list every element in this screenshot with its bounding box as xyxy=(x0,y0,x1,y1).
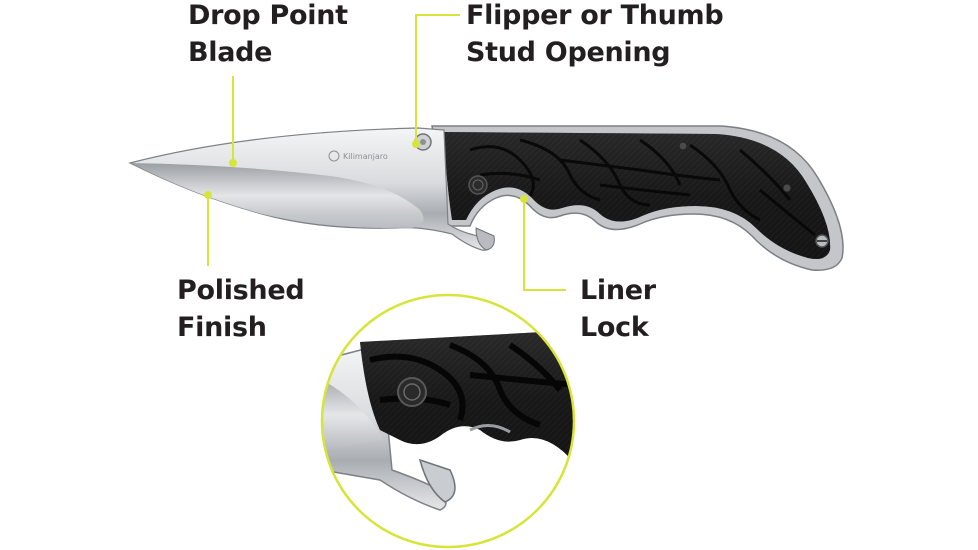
label-liner-lock-line2: Lock xyxy=(580,312,649,343)
knife-main: Kilimanjaro xyxy=(128,125,844,271)
handle-screw-icon xyxy=(678,141,688,151)
handle-grip-grooves xyxy=(469,138,816,237)
label-drop-point-blade-line2: Blade xyxy=(188,37,273,68)
label-flipper-line1: Flipper or Thumb xyxy=(466,0,724,31)
handle-screw-icon xyxy=(782,183,792,193)
blade-brand-logo: Kilimanjaro xyxy=(328,150,388,162)
callout-lines xyxy=(207,14,566,291)
label-liner-lock: Liner Lock xyxy=(580,272,656,346)
zoom-detail xyxy=(320,293,576,549)
blade-bevel xyxy=(130,163,424,229)
label-polished-finish-line1: Polished xyxy=(177,275,305,306)
flipper-tab xyxy=(475,227,495,251)
thumb-disc-icon xyxy=(468,175,488,195)
label-polished-finish: Polished Finish xyxy=(177,272,305,346)
label-polished-finish-line2: Finish xyxy=(177,312,267,343)
label-drop-point-blade-line1: Drop Point xyxy=(188,0,348,31)
label-drop-point-blade: Drop Point Blade xyxy=(188,0,348,71)
callout-dots xyxy=(204,140,528,203)
blade-brand-text: Kilimanjaro xyxy=(343,152,388,161)
label-liner-lock-line1: Liner xyxy=(580,275,656,306)
label-flipper-opening: Flipper or Thumb Stud Opening xyxy=(466,0,724,71)
label-flipper-line2: Stud Opening xyxy=(466,37,671,68)
